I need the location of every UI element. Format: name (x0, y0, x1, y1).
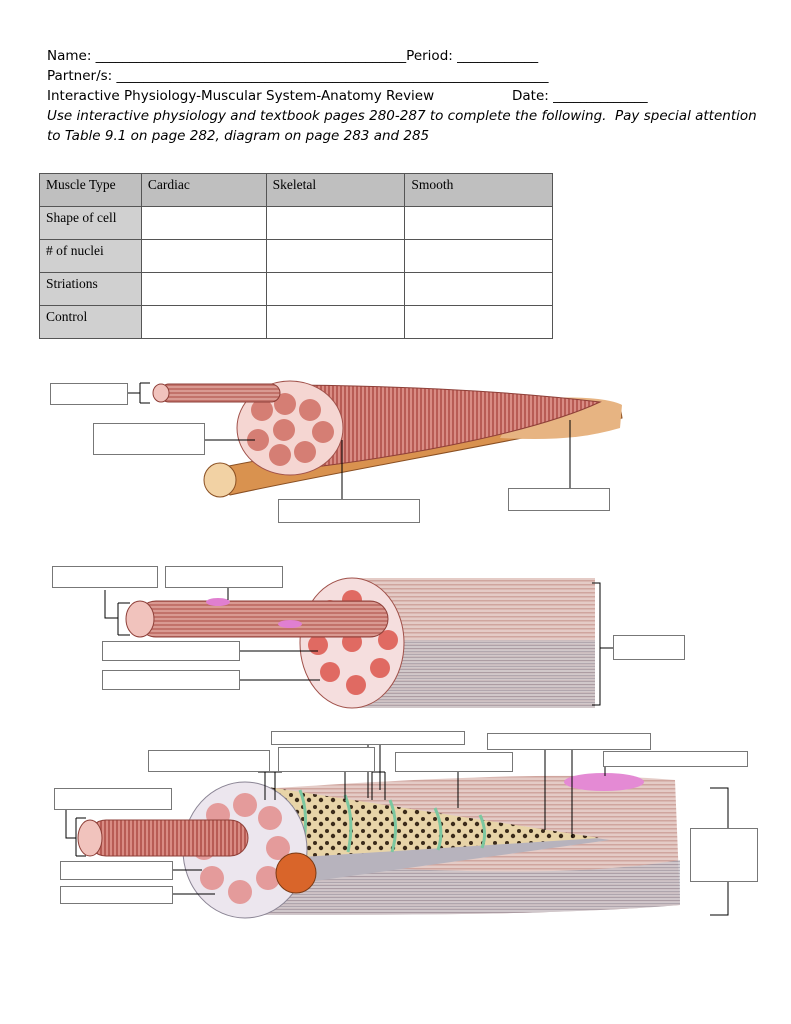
table-row: Control (39, 305, 553, 339)
answer-cell[interactable] (140, 239, 267, 273)
table-row: Shape of cell (39, 206, 553, 240)
label-box[interactable] (508, 488, 610, 511)
label-box[interactable] (690, 828, 758, 882)
single-myofibril (87, 819, 249, 857)
nucleus (206, 598, 230, 606)
mitochondrion (275, 852, 317, 894)
muscle-belly (269, 384, 602, 471)
single-fascicle (159, 383, 281, 403)
bone-end (203, 462, 237, 498)
date-line: Date: ______________ (512, 88, 648, 104)
label-box[interactable] (148, 750, 270, 772)
label-box[interactable] (278, 747, 375, 772)
header-muscle-type: Muscle Type (39, 173, 142, 207)
fascicle-diagram (104, 577, 613, 709)
answer-cell[interactable] (140, 305, 267, 339)
label-box[interactable] (487, 733, 651, 750)
label-box[interactable] (395, 752, 513, 772)
label-box[interactable] (60, 861, 173, 880)
muscle-fiber-diagram (65, 745, 729, 919)
label-box[interactable] (93, 423, 205, 455)
row-label-striations: Striations (39, 272, 142, 306)
myofibril-layer (255, 785, 600, 860)
muscle-comparison-table: Muscle Type Cardiac Skeletal Smooth Shap… (39, 173, 553, 339)
row-label-control: Control (39, 305, 142, 339)
fascicle-bundles (247, 393, 334, 466)
answer-cell[interactable] (140, 206, 267, 240)
label-box[interactable] (165, 566, 283, 588)
partners-line: Partner/s: _____________________________… (47, 68, 549, 84)
instructions-line-1: Use interactive physiology and textbook … (47, 108, 757, 124)
label-box[interactable] (50, 383, 128, 405)
whole-muscle-diagram (128, 380, 623, 500)
answer-cell[interactable] (404, 305, 553, 339)
label-box[interactable] (52, 566, 158, 588)
row-label-shape: Shape of cell (39, 206, 142, 240)
label-box[interactable] (102, 641, 240, 661)
label-box[interactable] (603, 751, 748, 767)
label-box[interactable] (271, 731, 465, 745)
nucleus (564, 773, 644, 791)
worksheet-title: Interactive Physiology-Muscular System-A… (47, 88, 435, 104)
label-box[interactable] (613, 635, 685, 660)
nucleus (278, 620, 302, 628)
label-box[interactable] (54, 788, 172, 810)
header-smooth: Smooth (404, 173, 553, 207)
name-period-line: Name: __________________________________… (47, 48, 539, 64)
table-row: Striations (39, 272, 553, 306)
instructions-line-2: to Table 9.1 on page 282, diagram on pag… (47, 128, 430, 144)
single-muscle-fiber (137, 600, 389, 638)
label-box[interactable] (278, 499, 420, 523)
label-box[interactable] (60, 886, 173, 904)
answer-cell[interactable] (404, 239, 553, 273)
label-box[interactable] (102, 670, 240, 690)
